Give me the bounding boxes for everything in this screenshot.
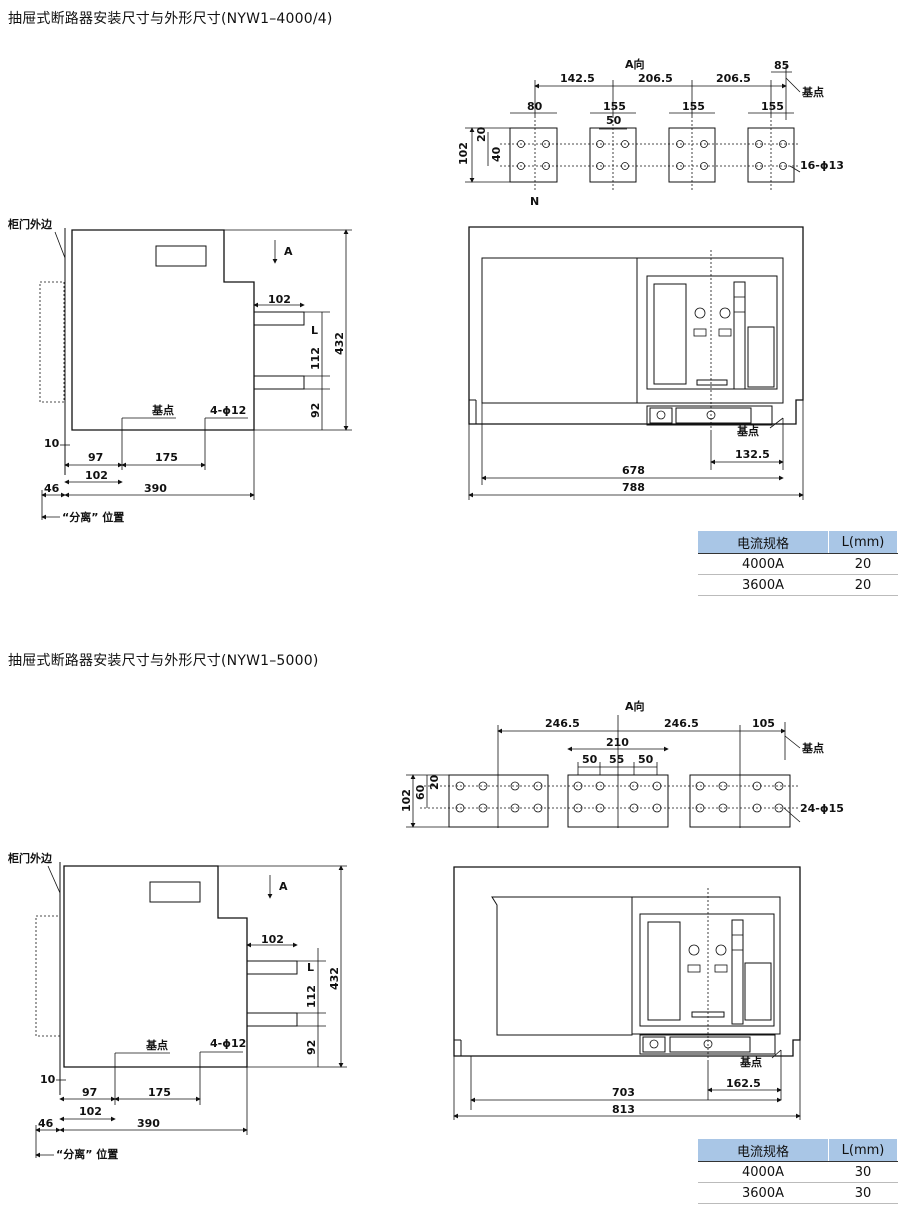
s1-d678: 678	[622, 464, 645, 477]
s1-w155a: 155	[603, 100, 626, 113]
s2-d92: 92	[305, 1040, 318, 1055]
table-header: 电流规格	[698, 531, 829, 554]
s1-dim-2065b: 206.5	[716, 72, 751, 85]
s2-view-label: A向	[625, 699, 645, 713]
s1-d46: 46	[44, 482, 60, 495]
s2-dim-2465b: 246.5	[664, 717, 699, 730]
s2-d210: 210	[606, 736, 629, 749]
table-cell: 20	[828, 553, 898, 575]
s1-terminal-view: A向 142.5 206.5 206.5 85 基点 80 155 155 15…	[457, 57, 844, 208]
table-cell: 30	[828, 1161, 898, 1183]
s2-inner50a: 50	[582, 753, 598, 766]
s1-d432: 432	[333, 332, 346, 355]
s2-d432: 432	[328, 967, 341, 990]
s2-front-view: 基点 162.5 703 813	[453, 866, 801, 1120]
s1-hole-spec: 16-ϕ13	[800, 159, 844, 172]
table-row: 4000A 30	[698, 1161, 898, 1183]
table-cell: 3600A	[698, 1182, 829, 1204]
s2-d46: 46	[38, 1117, 54, 1130]
s1-ref-label: 基点	[801, 85, 824, 99]
s1-front-view: 基点 132.5 678 788	[468, 226, 804, 500]
s2-d813: 813	[612, 1103, 635, 1116]
s2-door-label: 柜门外边	[7, 851, 53, 865]
s1-arrow-label: A	[284, 245, 293, 258]
s2-sep-label: “分离” 位置	[56, 1147, 118, 1161]
table-row: 3600A 20	[698, 574, 898, 596]
s1-w155c: 155	[761, 100, 784, 113]
s2-dL: L	[307, 961, 314, 974]
table-cell: 20	[828, 574, 898, 596]
s1-w155b: 155	[682, 100, 705, 113]
s2-d97: 97	[82, 1086, 97, 1099]
table-header-row: 电流规格 L(mm)	[698, 531, 898, 554]
s2-d1625: 162.5	[726, 1077, 761, 1090]
s1-d10: 10	[44, 437, 60, 450]
s2-holes: 4-ϕ12	[210, 1037, 246, 1050]
s1-v40: 40	[490, 146, 503, 162]
s2-v20: 20	[428, 774, 441, 790]
table-cell: 4000A	[698, 1161, 829, 1183]
s1-dL: L	[311, 324, 318, 337]
s1-dim-1425: 142.5	[560, 72, 595, 85]
s1-view-label: A向	[625, 57, 645, 71]
table-cell: 30	[828, 1182, 898, 1204]
table-header-row: 电流规格 L(mm)	[698, 1139, 898, 1162]
s2-front-ref: 基点	[739, 1055, 762, 1069]
s1-spec-table: 电流规格 L(mm) 4000A 20 3600A 20	[698, 531, 898, 596]
s1-d1325: 132.5	[735, 448, 770, 461]
s2-ref-label: 基点	[801, 741, 824, 755]
s2-inner55: 55	[609, 753, 624, 766]
s1-d102b: 102	[85, 469, 108, 482]
s1-dim-2065a: 206.5	[638, 72, 673, 85]
s1-v20: 20	[475, 126, 488, 142]
s2-d703: 703	[612, 1086, 635, 1099]
section2-title: 抽屉式断路器安装尺寸与外形尺寸(NYW1–5000)	[8, 653, 319, 669]
s1-d175: 175	[155, 451, 178, 464]
s2-d10: 10	[40, 1073, 56, 1086]
s2-dim-105: 105	[752, 717, 775, 730]
s2-d175: 175	[148, 1086, 171, 1099]
s2-h102: 102	[400, 789, 413, 812]
s2-d390: 390	[137, 1117, 160, 1130]
s1-d390: 390	[144, 482, 167, 495]
s1-ref-label-side: 基点	[151, 403, 174, 417]
s2-side-view: 柜门外边 A 102 L 112 92 432 基点 4-ϕ12 10 97 1…	[7, 851, 347, 1161]
s1-w80: 80	[527, 100, 543, 113]
s2-spec-table: 电流规格 L(mm) 4000A 30 3600A 30	[698, 1139, 898, 1204]
s1-sep-label: “分离” 位置	[62, 510, 124, 524]
table-cell: 3600A	[698, 574, 829, 596]
table-row: 4000A 20	[698, 553, 898, 575]
table-row: 3600A 30	[698, 1182, 898, 1204]
s1-side-view: 柜门外边 A 102 L 112 92 432 基点 4-ϕ12 10 97	[7, 217, 352, 524]
s1-inner50: 50	[606, 114, 622, 127]
s1-d112: 112	[309, 347, 322, 370]
s1-holes: 4-ϕ12	[210, 404, 246, 417]
s1-h102: 102	[457, 142, 470, 165]
s1-door-label: 柜门外边	[7, 217, 53, 231]
s2-inner50b: 50	[638, 753, 654, 766]
s2-d102: 102	[261, 933, 284, 946]
s2-d102b: 102	[79, 1105, 102, 1118]
table-header: L(mm)	[828, 1139, 898, 1162]
s1-d788: 788	[622, 481, 645, 494]
s2-dim-2465a: 246.5	[545, 717, 580, 730]
s1-d102: 102	[268, 293, 291, 306]
s1-front-ref: 基点	[736, 424, 759, 438]
s1-pole-n: N	[530, 195, 539, 208]
s1-dim-85: 85	[774, 59, 789, 72]
s2-hole-spec: 24-ϕ15	[800, 802, 844, 815]
s1-d92: 92	[309, 403, 322, 418]
table-header: L(mm)	[828, 531, 898, 554]
s2-terminal-view: A向 246.5 246.5 105 基点 210 50 55 50	[400, 699, 844, 828]
s2-ref-label-side: 基点	[145, 1038, 168, 1052]
s2-v60: 60	[414, 784, 427, 800]
s2-d112: 112	[305, 985, 318, 1008]
table-cell: 4000A	[698, 553, 829, 575]
table-header: 电流规格	[698, 1139, 829, 1162]
s2-arrow-label: A	[279, 880, 288, 893]
section1-title: 抽屉式断路器安装尺寸与外形尺寸(NYW1–4000/4)	[8, 11, 333, 27]
s1-d97: 97	[88, 451, 103, 464]
